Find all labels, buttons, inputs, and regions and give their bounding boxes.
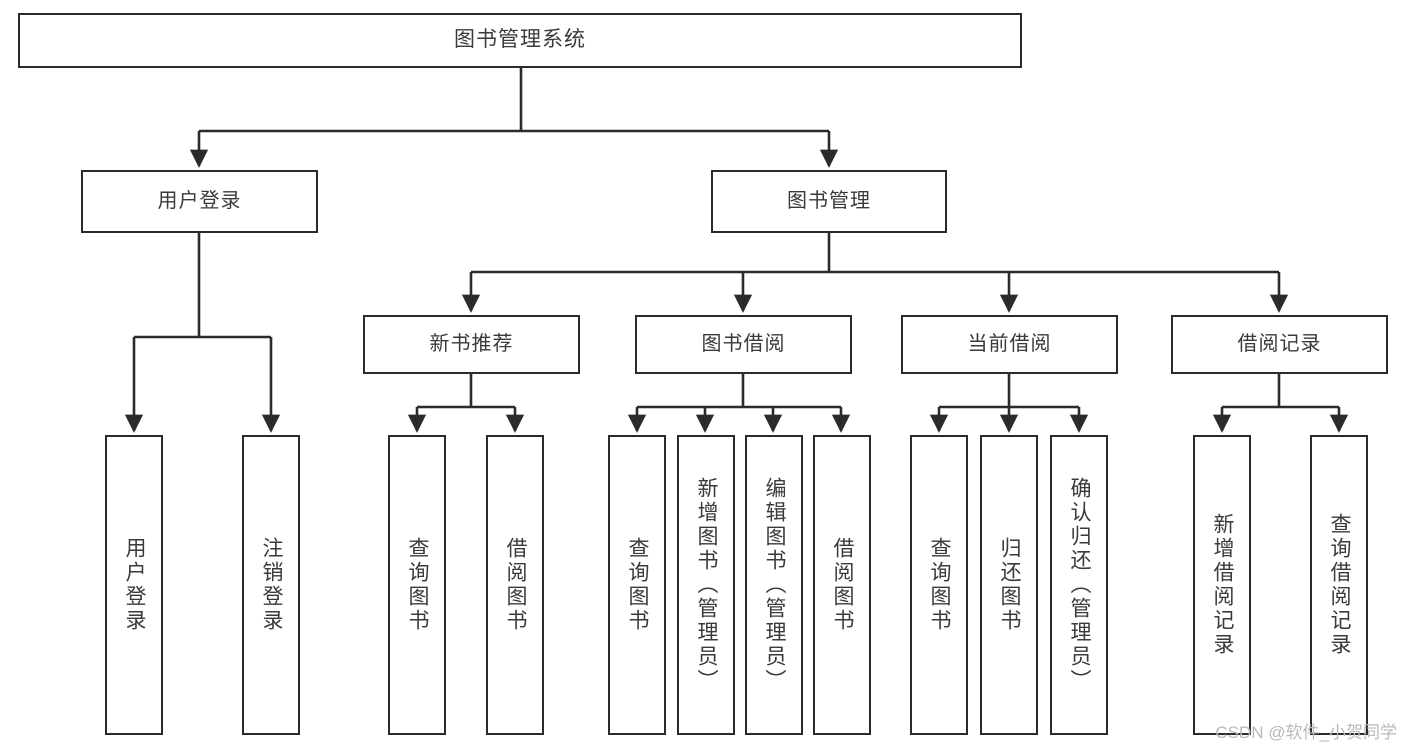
leaf-query-book-current[interactable]: 查询图书 — [910, 435, 968, 735]
node-label: 新增图书（管理员） — [695, 477, 719, 693]
node-label: 编辑图书（管理员） — [763, 477, 787, 693]
node-label: 当前借阅 — [967, 333, 1052, 355]
leaf-confirm-return-admin[interactable]: 确认归还（管理员） — [1050, 435, 1108, 735]
node-label: 查询图书 — [928, 537, 952, 633]
node-label: 查询借阅记录 — [1328, 513, 1352, 657]
node-label: 确认归还（管理员） — [1068, 477, 1092, 693]
leaf-add-book-admin[interactable]: 新增图书（管理员） — [677, 435, 735, 735]
leaf-return-book[interactable]: 归还图书 — [980, 435, 1038, 735]
node-user-login[interactable]: 用户登录 — [81, 170, 318, 233]
node-new-book-recommendation[interactable]: 新书推荐 — [363, 315, 580, 374]
node-book-borrow[interactable]: 图书借阅 — [635, 315, 852, 374]
leaf-borrow-book-newrec[interactable]: 借阅图书 — [486, 435, 544, 735]
node-label: 新书推荐 — [429, 333, 514, 355]
leaf-add-borrow-record[interactable]: 新增借阅记录 — [1193, 435, 1251, 735]
leaf-borrow-book[interactable]: 借阅图书 — [813, 435, 871, 735]
node-label: 借阅记录 — [1237, 333, 1322, 355]
node-label: 借阅图书 — [504, 537, 528, 633]
node-label: 图书管理系统 — [454, 28, 586, 52]
node-label: 图书借阅 — [701, 333, 786, 355]
node-label: 用户登录 — [123, 537, 147, 633]
node-label: 用户登录 — [157, 190, 242, 212]
leaf-query-book-newrec[interactable]: 查询图书 — [388, 435, 446, 735]
node-label: 归还图书 — [998, 537, 1022, 633]
node-label: 借阅图书 — [831, 537, 855, 633]
leaf-logout[interactable]: 注销登录 — [242, 435, 300, 735]
leaf-edit-book-admin[interactable]: 编辑图书（管理员） — [745, 435, 803, 735]
leaf-query-book-borrow[interactable]: 查询图书 — [608, 435, 666, 735]
node-label: 新增借阅记录 — [1211, 513, 1235, 657]
node-label: 查询图书 — [626, 537, 650, 633]
node-label: 图书管理 — [787, 190, 871, 212]
node-current-borrow[interactable]: 当前借阅 — [901, 315, 1118, 374]
node-book-manage[interactable]: 图书管理 — [711, 170, 947, 233]
node-label: 注销登录 — [260, 537, 284, 633]
leaf-query-borrow-record[interactable]: 查询借阅记录 — [1310, 435, 1368, 735]
node-label: 查询图书 — [406, 537, 430, 633]
leaf-user-login[interactable]: 用户登录 — [105, 435, 163, 735]
node-book-management-system[interactable]: 图书管理系统 — [18, 13, 1022, 68]
node-borrow-record[interactable]: 借阅记录 — [1171, 315, 1388, 374]
